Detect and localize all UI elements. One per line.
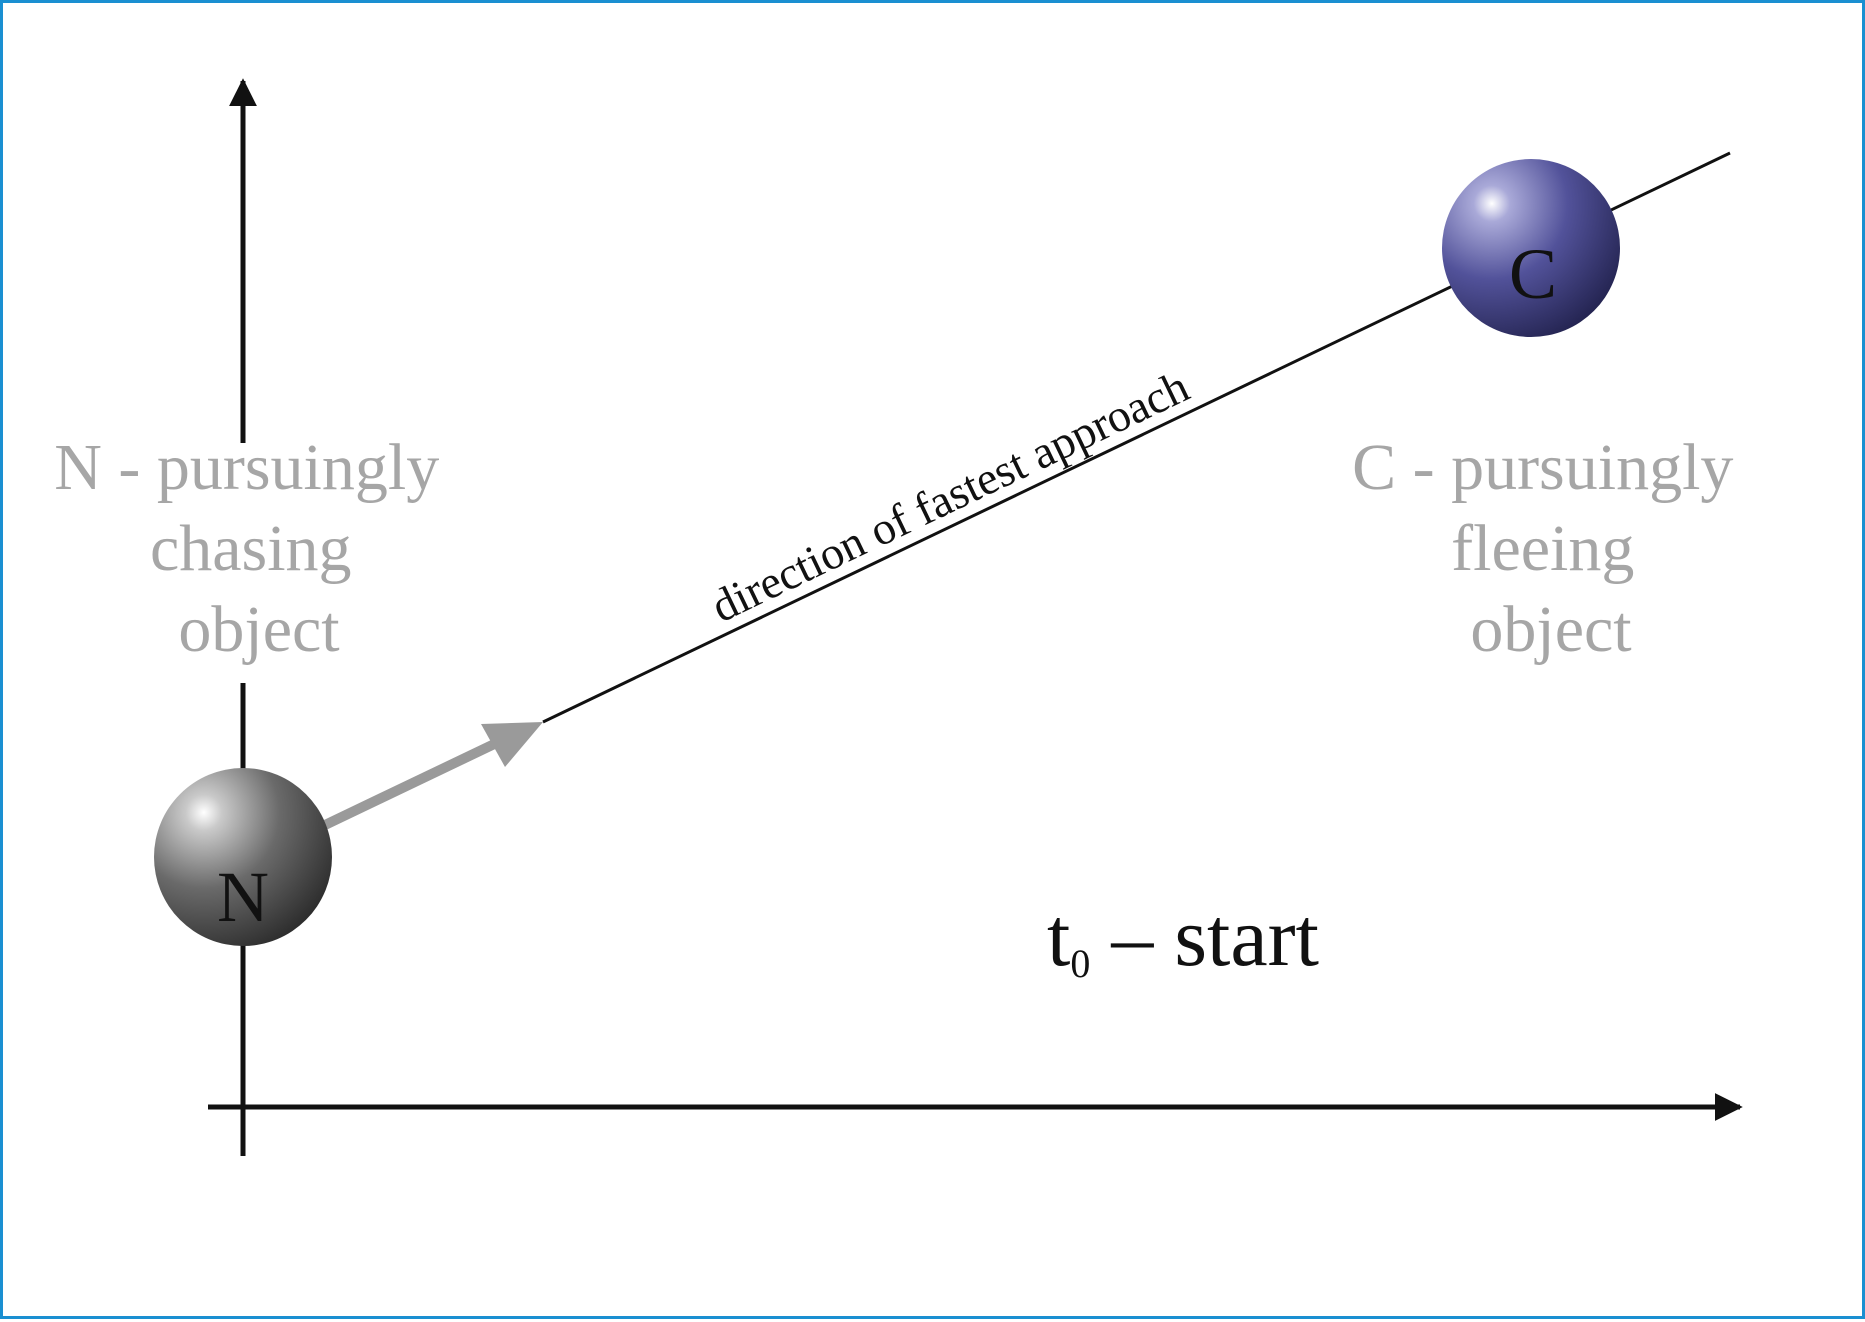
chaser-caption-line-1: N - pursuingly [54, 431, 439, 504]
time-label: t0 – start [1047, 891, 1319, 986]
caption-backdrop [239, 443, 249, 683]
fleer-caption-line-3: object [1470, 593, 1631, 666]
chaser-sphere [154, 768, 332, 946]
fleer-caption-line-2: fleeing [1451, 512, 1634, 585]
fleer-sphere [1442, 159, 1620, 337]
chaser-caption-line-2: chasing [150, 512, 352, 585]
time-symbol: t [1047, 891, 1070, 984]
chaser-caption: N - pursuingly chasing object [54, 431, 455, 666]
fleer-caption-line-1: C - pursuingly [1352, 431, 1733, 504]
fleer-caption: C - pursuingly fleeing object [1352, 431, 1750, 666]
time-subscript: 0 [1070, 941, 1090, 986]
chaser-velocity-arrow [322, 731, 514, 830]
chaser-letter: N [217, 857, 269, 937]
time-rest: – start [1090, 891, 1319, 984]
chaser-velocity-arrowhead [481, 722, 543, 767]
chaser-caption-line-3: object [178, 593, 339, 666]
diagram-canvas: N C direction of fastest approach N - pu… [54, 78, 1750, 1156]
path-label: direction of fastest approach [703, 360, 1196, 632]
fleer-letter: C [1509, 234, 1557, 314]
